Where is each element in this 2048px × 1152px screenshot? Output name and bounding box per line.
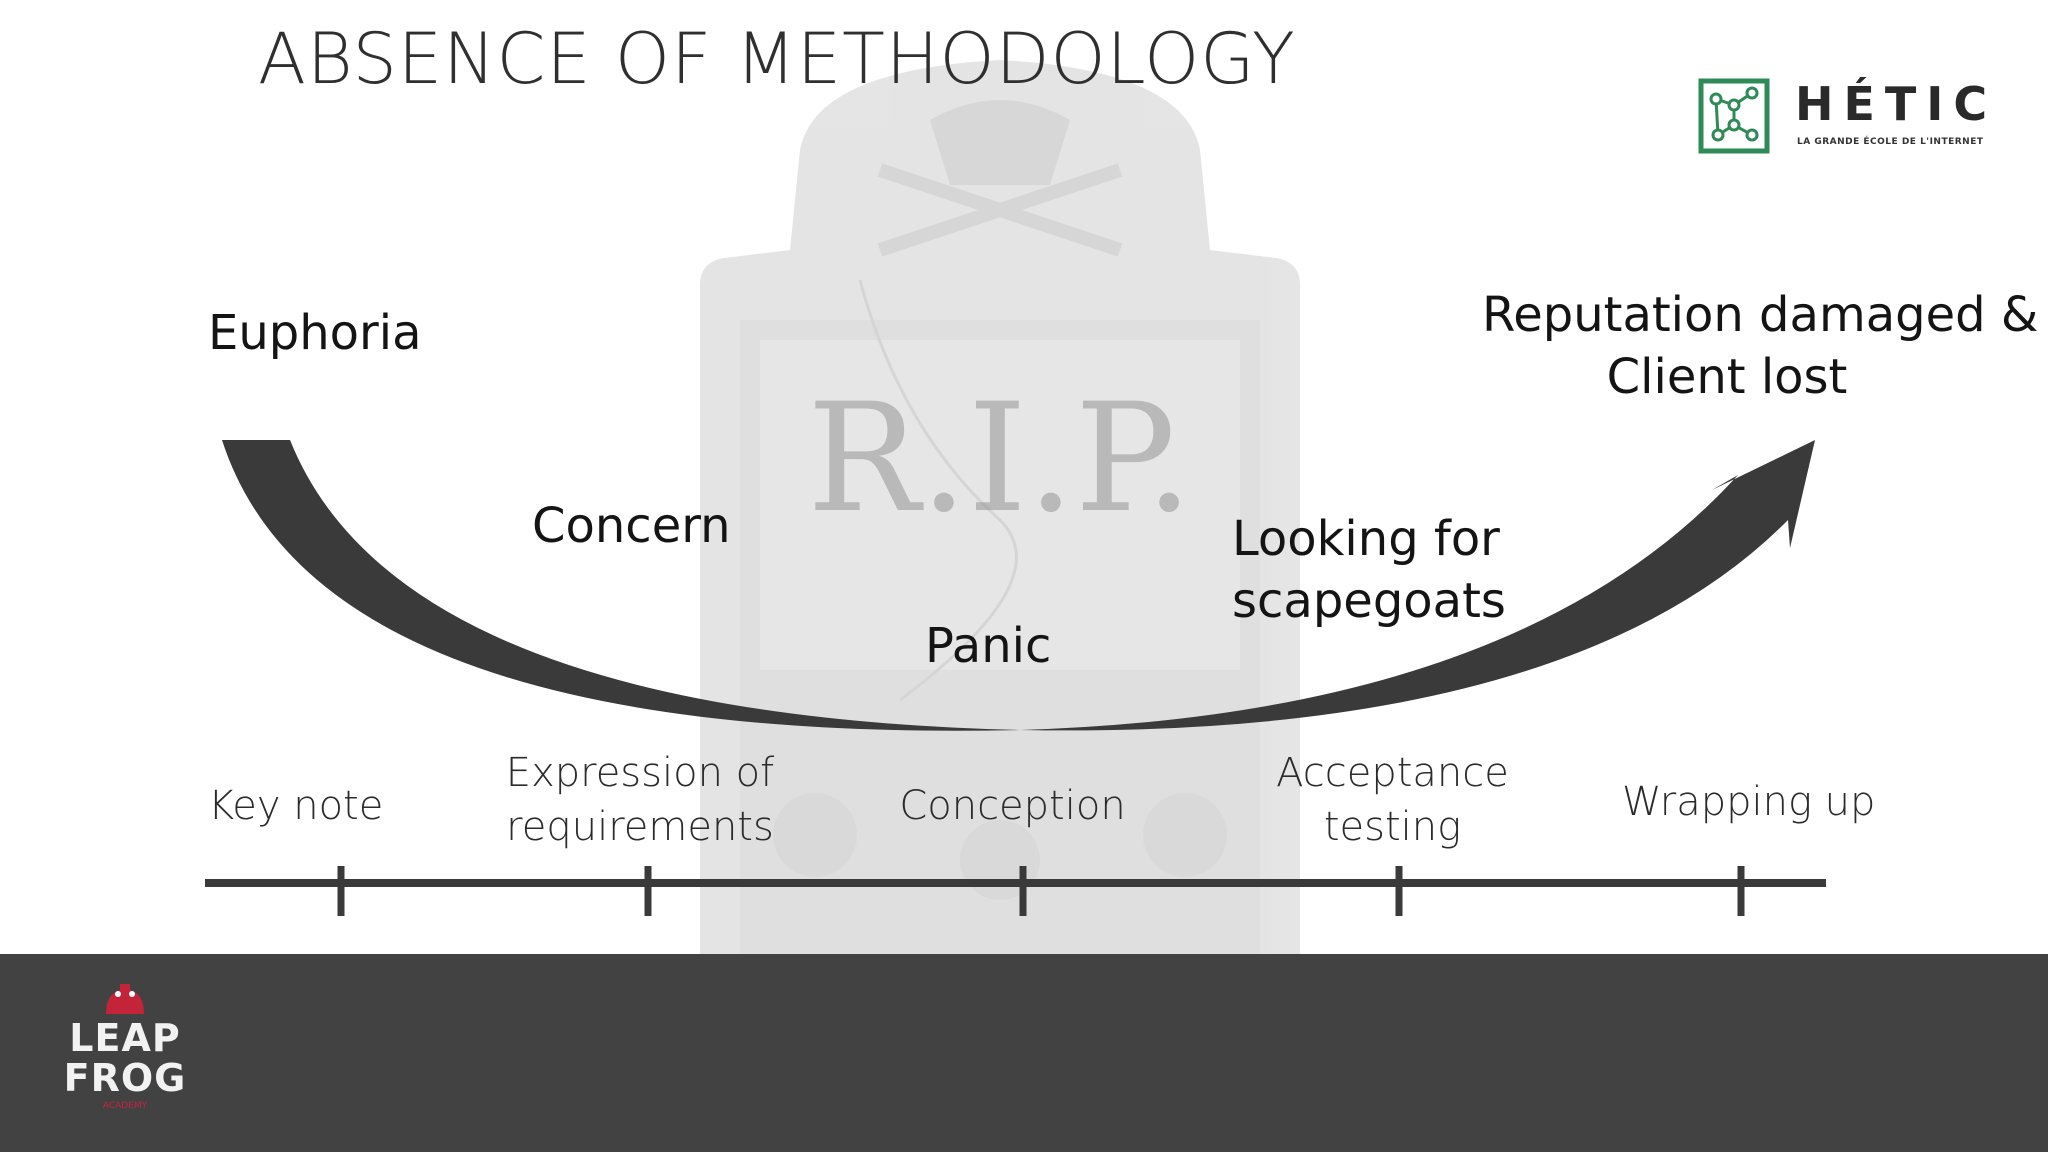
slide-title: ABSENCE OF METHODOLOGY [258, 18, 1296, 100]
emotion-panic: Panic [925, 615, 1051, 677]
emotion-line: Reputation damaged & [1482, 287, 2039, 343]
phase-line: Acceptance [1276, 750, 1509, 796]
leapfrog-tagline: ACADEMY [102, 1101, 148, 1111]
phase-line: Expression of [505, 750, 775, 796]
phase-line: Wrapping up [1622, 779, 1876, 825]
phase-wrapping: Wrapping up [1622, 775, 1875, 829]
emotion-line: Panic [925, 618, 1052, 674]
hetic-logo: HÉTIC LA GRANDE ÉCOLE DE L'INTERNET [1698, 75, 2008, 160]
hetic-name: HÉTIC [1795, 77, 1998, 131]
emotion-line: Concern [532, 498, 731, 554]
diagram [205, 440, 1826, 916]
tombstone-background: R.I.P. [700, 60, 1300, 954]
phase-key-note: Key note [208, 779, 383, 833]
emotion-concern: Concern [532, 495, 731, 557]
phase-line: Conception [899, 783, 1126, 829]
frog-icon [106, 984, 144, 1014]
leapfrog-name: LEAP FROG [60, 1018, 190, 1098]
footer-band [0, 954, 2048, 1152]
emotion-curve-arrow [222, 440, 1815, 731]
leapfrog-logo: LEAP FROG ACADEMY [60, 980, 190, 1120]
phase-conception: Conception [880, 779, 1145, 833]
phase-line: requirements [506, 804, 774, 850]
phase-acceptance: Acceptance testing [1270, 746, 1515, 854]
emotion-line: Looking for [1232, 511, 1500, 567]
phase-line: testing [1323, 804, 1462, 850]
phase-expression: Expression of requirements [505, 746, 775, 854]
leapfrog-name-line: FROG [63, 1056, 187, 1100]
tombstone-text: R.I.P. [807, 372, 1193, 546]
emotion-line: Client lost [1606, 349, 1848, 405]
emotion-scapegoats: Looking for scapegoats [1232, 508, 1506, 632]
emotion-line: scapegoats [1232, 573, 1506, 629]
network-nodes-icon [1698, 78, 1770, 154]
emotion-reputation: Reputation damaged & Client lost [1482, 284, 2039, 408]
leapfrog-name-line: LEAP [69, 1016, 181, 1060]
emotion-line: Euphoria [208, 305, 422, 361]
emotion-euphoria: Euphoria [208, 302, 422, 364]
phase-line: Key note [208, 783, 384, 829]
hetic-tagline: LA GRANDE ÉCOLE DE L'INTERNET [1797, 137, 1984, 147]
